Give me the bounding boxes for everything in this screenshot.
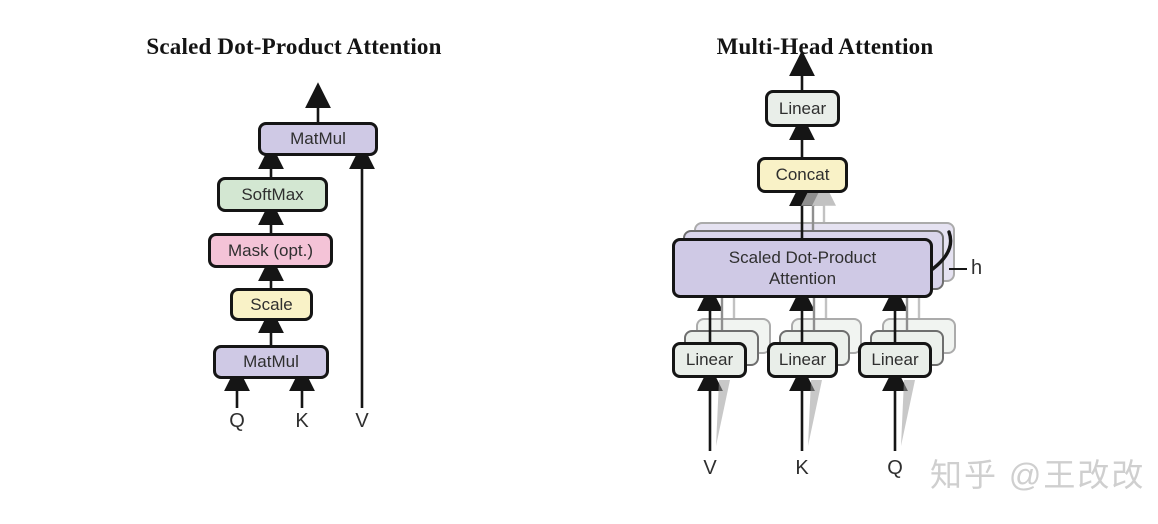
linear-v-label: Linear: [685, 350, 734, 369]
matmul-top-label: MatMul: [290, 129, 346, 148]
mask-label: Mask (opt.): [227, 240, 314, 260]
mha-connectors: [697, 50, 908, 451]
attention-box-line1: Scaled Dot-Product: [728, 248, 877, 267]
linear-k-label: Linear: [778, 350, 827, 369]
concat-box: Concat: [757, 157, 848, 193]
linear-q-box: Linear: [858, 342, 932, 378]
sdpa-connectors: [224, 82, 375, 408]
softmax-box: SoftMax: [217, 177, 328, 212]
attention-box-line2: Attention: [768, 269, 837, 288]
concat-label: Concat: [775, 165, 830, 184]
matmul-top-box: MatMul: [258, 122, 378, 156]
softmax-label: SoftMax: [241, 184, 304, 204]
scale-box: Scale: [230, 288, 313, 321]
matmul-bottom-box: MatMul: [213, 345, 329, 379]
mask-box: Mask (opt.): [208, 233, 333, 268]
scale-label: Scale: [250, 294, 293, 314]
scaled-dot-product-attention-box: Scaled Dot-Product Attention: [672, 238, 933, 298]
linear-top-box: Linear: [765, 90, 840, 127]
linear-top-label: Linear: [778, 98, 827, 118]
matmul-bottom-label: MatMul: [243, 352, 299, 371]
linear-q-label: Linear: [871, 350, 919, 369]
linear-v-box: Linear: [672, 342, 747, 378]
linear-k-box: Linear: [767, 342, 838, 378]
input-arrow-shadows: [716, 380, 915, 446]
